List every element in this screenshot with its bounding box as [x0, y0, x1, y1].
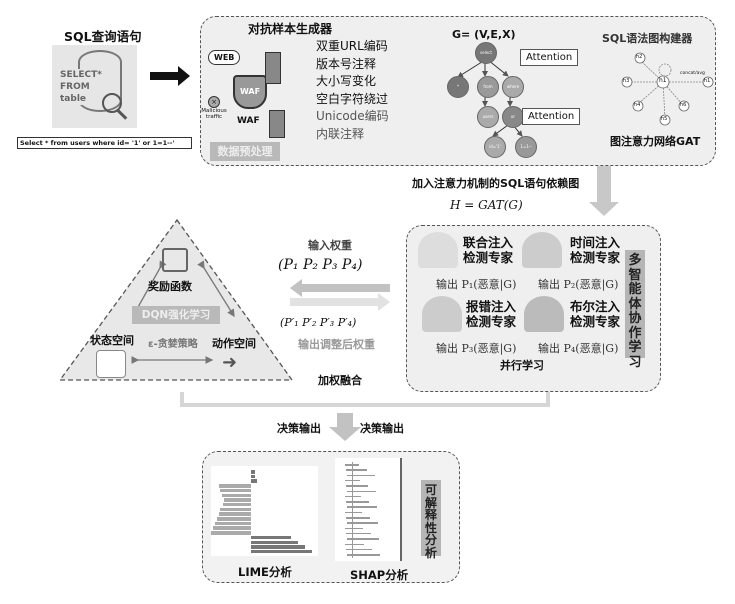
lime-bar: [251, 479, 257, 483]
output-weight-vector: (P′₁ P′₂ P′₃ P′₄): [280, 316, 357, 329]
lime-bar: [251, 545, 305, 549]
shap-row: [345, 479, 360, 482]
attention-box: Attention: [522, 108, 581, 125]
parallel-label: 并行学习: [500, 359, 544, 372]
tree-node: *: [447, 76, 469, 98]
malicious-icon: ×: [208, 96, 220, 108]
expert-union: 联合注入检测专家: [463, 235, 514, 265]
lime-bar: [251, 549, 313, 554]
shap-row: [346, 532, 371, 535]
gat-formula: H = GAT(G): [450, 198, 523, 212]
lime-bar: [216, 517, 251, 521]
lime-chart: [211, 466, 318, 556]
server-icon: [269, 110, 285, 138]
expert-error: 报错注入检测专家: [466, 299, 517, 329]
arrow-down-decision: [329, 413, 361, 441]
shap-row: [347, 506, 377, 508]
shap-row: [345, 543, 364, 545]
arrow-weights-left: [290, 279, 390, 297]
shap-row: [346, 501, 369, 503]
expert-avatar-icon: [422, 296, 462, 332]
action-arrows-icon: ➜: [222, 352, 238, 373]
shap-row: [347, 474, 375, 477]
lime-bar: [215, 521, 251, 526]
lime-bar: [251, 535, 291, 540]
expert-avatar-icon: [522, 232, 562, 268]
tree-node: or: [502, 106, 524, 128]
shap-row: [346, 485, 368, 487]
lime-bar: [213, 526, 251, 530]
tree-node: users: [477, 106, 499, 128]
dqn-triangle: [58, 218, 294, 381]
shap-row: [346, 517, 370, 519]
lime-bar: [224, 498, 251, 502]
lime-bar: [220, 488, 251, 493]
shap-row: [347, 554, 380, 556]
graph-formula: G= (V,E,X): [452, 28, 516, 41]
tree-node: from: [477, 76, 499, 98]
merge-connector: [180, 390, 550, 407]
sql-input-title: SQL查询语句: [64, 29, 142, 44]
shap-row: [347, 522, 378, 524]
expert-avatar-icon: [418, 232, 458, 268]
shap-row: [345, 495, 361, 498]
lime-bar: [211, 531, 251, 535]
shap-row: [347, 538, 379, 540]
arrow-weights-right: [290, 293, 390, 311]
server-icon: [265, 52, 281, 84]
shap-row: [347, 490, 376, 492]
shap-row: [346, 469, 367, 471]
expert-boolean: 布尔注入检测专家: [570, 299, 621, 329]
expert-time: 时间注入检测专家: [570, 235, 621, 265]
shap-row: [345, 464, 359, 466]
lime-bar: [222, 502, 251, 507]
lime-bar: [251, 470, 255, 474]
gift-icon: [162, 248, 188, 272]
lime-bar: [222, 493, 251, 498]
lime-bar: [218, 484, 251, 488]
shap-row: [346, 548, 372, 551]
input-weight-vector: (P₁ P₂ P₃ P₄): [278, 257, 363, 273]
attention-box: Attention: [520, 49, 579, 66]
tree-node: where: [502, 76, 524, 98]
dqn-label: DQN强化学习: [132, 306, 220, 324]
state-graph-icon: [96, 350, 126, 378]
lime-bar: [251, 474, 256, 479]
explainability-label: 可解释性分析: [421, 480, 441, 559]
lime-bar: [218, 512, 251, 516]
waf-illustration: WEB WAF × Malicious traffic WAF: [201, 48, 295, 138]
shap-row: [345, 527, 363, 530]
expert-avatar-icon: [524, 296, 564, 332]
tree-node: id='1': [484, 136, 506, 158]
multi-agent-label: 多智能体协作学习: [625, 250, 645, 369]
gat-builder-title: SQL语法图构建器: [602, 32, 693, 45]
shap-chart: [335, 458, 402, 561]
sql-query-text: Select * from users where id= '1' or 1=1…: [17, 137, 192, 149]
gat-caption: 图注意力网络GAT: [610, 135, 701, 148]
fusion-label: 加权融合: [318, 374, 362, 387]
arrow-right-1: [150, 66, 190, 86]
tree-node: 1=1--: [515, 136, 537, 158]
shield-icon: WAF: [233, 75, 267, 109]
dependency-label: 加入注意力机制的SQL语句依赖图: [412, 177, 580, 190]
arrow-down-gat: [589, 166, 619, 216]
generator-title: 对抗样本生成器: [248, 22, 333, 36]
lime-bar: [220, 507, 251, 512]
preprocess-label: 数据预处理: [210, 142, 280, 161]
lime-bar: [251, 540, 298, 545]
tree-node: select: [475, 42, 497, 64]
shap-row: [345, 511, 362, 514]
